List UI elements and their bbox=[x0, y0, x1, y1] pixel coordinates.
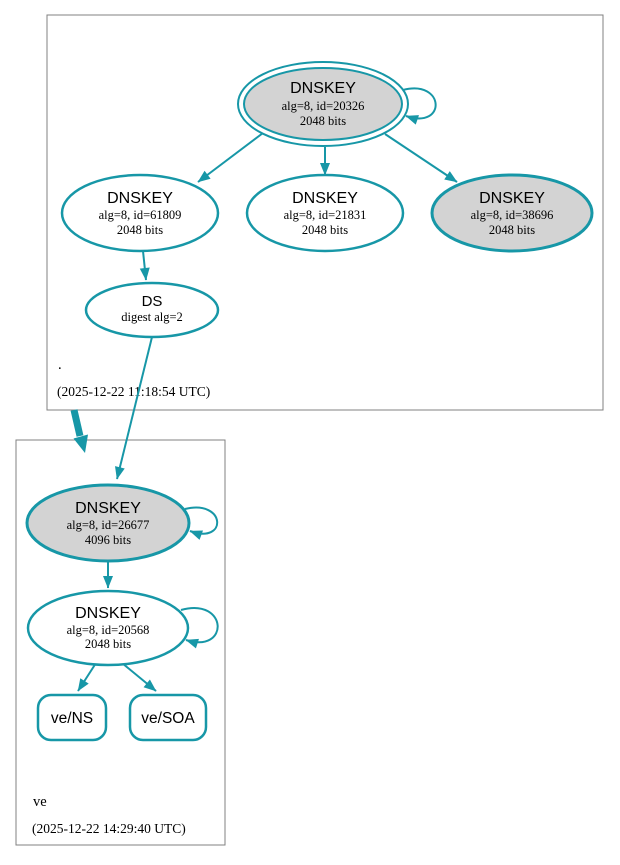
node-ve-zsk-20568-title: DNSKEY bbox=[75, 605, 141, 622]
node-ve-ksk-26677: DNSKEY alg=8, id=26677 4096 bits bbox=[25, 483, 191, 563]
zone-timestamp-root: (2025-12-22 11:18:54 UTC) bbox=[57, 384, 210, 399]
zone-timestamp-ve: (2025-12-22 14:29:40 UTC) bbox=[32, 821, 186, 836]
node-root-ksk-38696-detail1: alg=8, id=38696 bbox=[471, 208, 554, 222]
zone-name-ve: ve bbox=[33, 794, 47, 810]
node-root-ksk-38696-detail2: 2048 bits bbox=[489, 223, 535, 237]
zone-name-root: . bbox=[58, 357, 62, 373]
edge-root-ksk-selfsign bbox=[402, 87, 437, 125]
node-ve-ns-label: ve/NS bbox=[51, 710, 93, 727]
node-root-zsk-21831-detail2: 2048 bits bbox=[302, 223, 348, 237]
node-ve-zsk-20568-detail1: alg=8, id=20568 bbox=[67, 623, 150, 637]
node-root-zsk-21831: DNSKEY alg=8, id=21831 2048 bits bbox=[245, 173, 405, 253]
node-root-zsk-61809-detail1: alg=8, id=61809 bbox=[99, 208, 182, 222]
node-root-ksk-38696: DNSKEY alg=8, id=38696 2048 bits bbox=[430, 173, 594, 253]
node-ve-zsk-20568: DNSKEY alg=8, id=20568 2048 bits bbox=[26, 589, 190, 667]
node-root-ksk-20326-detail2: 2048 bits bbox=[300, 114, 346, 128]
node-root-ksk-38696-title: DNSKEY bbox=[479, 190, 545, 207]
node-root-ksk-20326-title: DNSKEY bbox=[290, 80, 356, 97]
edge-root-ksk-to-zsk-61809 bbox=[197, 132, 264, 183]
edge-ve-zsk-selfsign bbox=[180, 607, 219, 649]
node-ve-soa: ve/SOA bbox=[128, 693, 208, 742]
delegation-arrowhead bbox=[73, 434, 88, 453]
node-ve-zsk-20568-detail2: 2048 bits bbox=[85, 637, 131, 651]
node-ve-soa-label: ve/SOA bbox=[141, 710, 195, 727]
node-ve-ksk-26677-title: DNSKEY bbox=[75, 500, 141, 517]
node-root-ksk-20326: DNSKEY alg=8, id=20326 2048 bits bbox=[237, 61, 409, 147]
node-ve-ns: ve/NS bbox=[36, 693, 108, 742]
node-root-ksk-20326-detail1: alg=8, id=20326 bbox=[282, 99, 365, 113]
node-ve-ksk-26677-detail2: 4096 bits bbox=[85, 533, 131, 547]
edge-ds-to-ve-ksk bbox=[115, 336, 153, 480]
node-root-zsk-21831-detail1: alg=8, id=21831 bbox=[284, 208, 367, 222]
edge-ve-zsk-to-soa bbox=[121, 662, 157, 692]
node-root-zsk-61809: DNSKEY alg=8, id=61809 2048 bits bbox=[60, 173, 220, 253]
zone-box-root bbox=[46, 14, 604, 411]
zone-box-ve bbox=[15, 439, 226, 846]
edge-ve-ksk-selfsign bbox=[184, 506, 219, 540]
node-root-zsk-61809-detail2: 2048 bits bbox=[117, 223, 163, 237]
edge-root-ksk-to-ksk-38696 bbox=[384, 133, 458, 183]
node-ve-ksk-26677-detail1: alg=8, id=26677 bbox=[67, 518, 150, 532]
edge-ve-zsk-to-ns bbox=[77, 662, 97, 692]
node-ds-title: DS bbox=[142, 293, 163, 310]
edge-zsk-61809-to-ds bbox=[139, 250, 150, 281]
node-root-zsk-21831-title: DNSKEY bbox=[292, 190, 358, 207]
delegation-arrow-root-to-ve bbox=[70, 409, 84, 437]
node-root-zsk-61809-title: DNSKEY bbox=[107, 190, 173, 207]
node-ds-detail1: digest alg=2 bbox=[121, 310, 183, 324]
node-ds: DS digest alg=2 bbox=[84, 281, 220, 339]
